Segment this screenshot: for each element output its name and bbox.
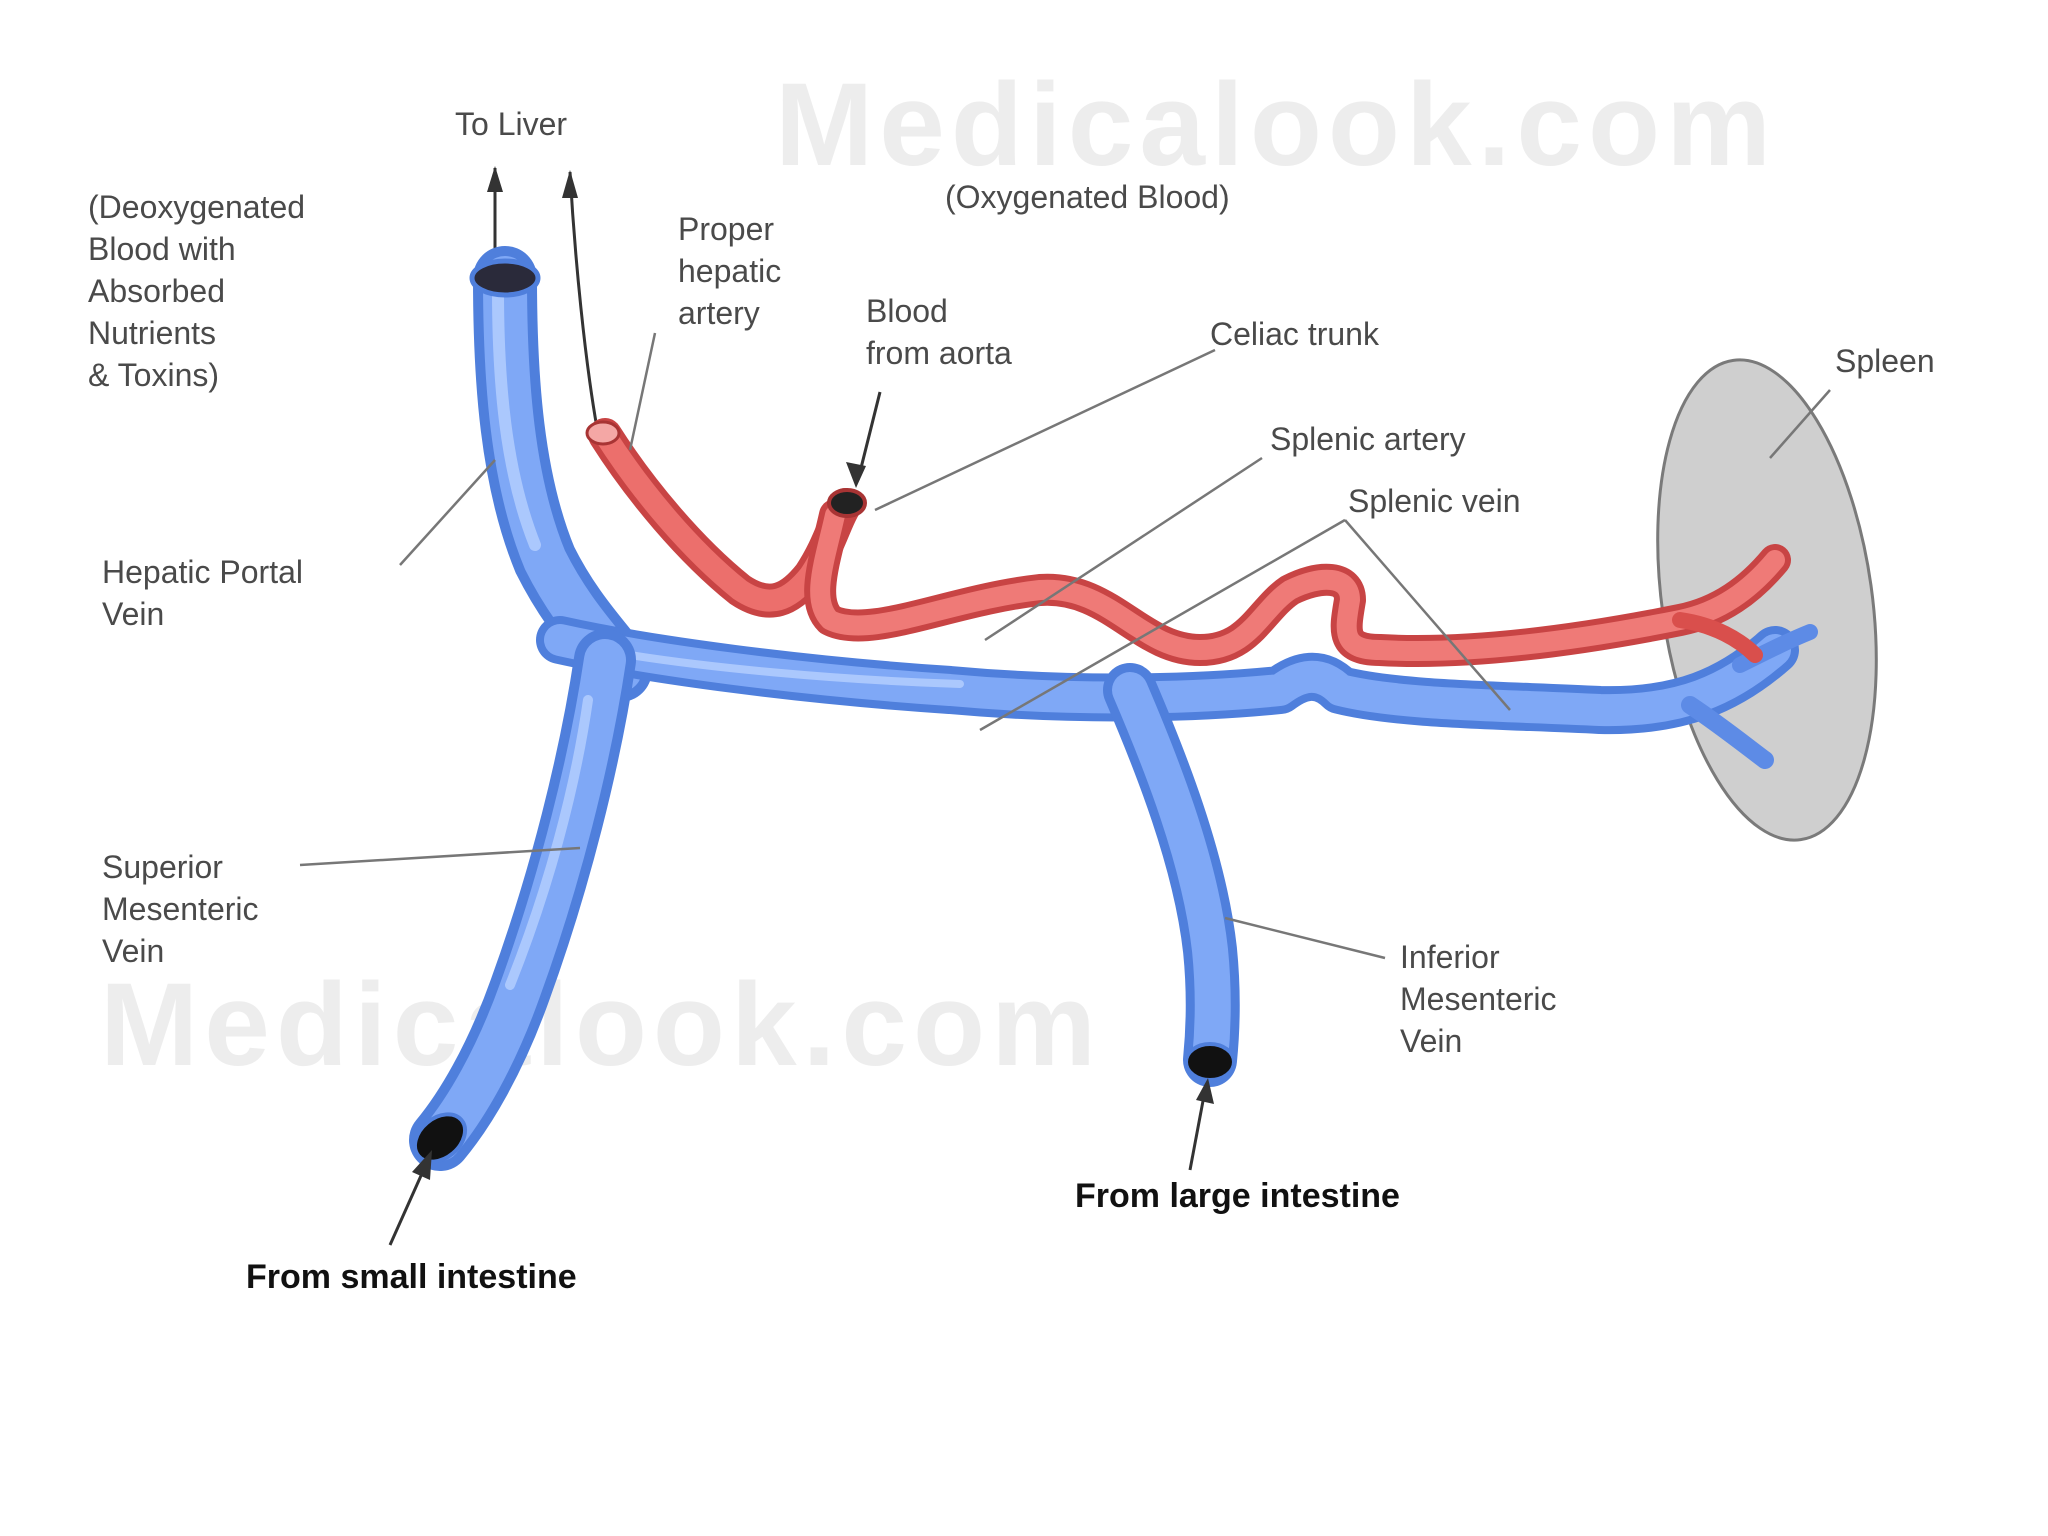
large-intestine-opening <box>1184 1042 1236 1082</box>
label-superior-mesenteric-line: Mesenteric <box>102 891 259 927</box>
label-inferior-mesenteric-vein: Inferior Mesenteric Vein <box>1400 939 1565 1059</box>
label-inferior-mesenteric-line: Inferior <box>1400 939 1500 975</box>
label-hepatic-portal-line: Hepatic Portal <box>102 554 303 590</box>
label-from-small-intestine: From small intestine <box>246 1258 577 1296</box>
hepatic-artery-opening <box>585 420 621 446</box>
to-liver-arrow-vein-head <box>487 166 503 192</box>
label-hepatic-portal-line: Vein <box>102 596 164 632</box>
celiac-trunk-opening <box>827 488 867 518</box>
label-inferior-mesenteric-line: Mesenteric <box>1400 981 1557 1017</box>
label-from-large-intestine: From large intestine <box>1075 1177 1400 1215</box>
arteries <box>588 418 1791 667</box>
label-superior-mesenteric-vein: Superior Mesenteric Vein <box>102 849 267 969</box>
label-to-liver: To Liver <box>455 106 567 142</box>
label-blood-from-aorta-line: from aorta <box>866 335 1012 371</box>
label-deoxygenated-line: Absorbed <box>88 273 225 309</box>
label-splenic-artery: Splenic artery <box>1270 421 1466 457</box>
label-oxygenated-blood: (Oxygenated Blood) <box>945 179 1230 215</box>
label-superior-mesenteric-line: Superior <box>102 849 223 885</box>
label-proper-hepatic-artery: Proper hepatic artery <box>678 211 790 331</box>
label-superior-mesenteric-line: Vein <box>102 933 164 969</box>
label-deoxygenated-line: & Toxins) <box>88 357 219 393</box>
label-hepatic-portal-vein: Hepatic Portal Vein <box>102 554 312 632</box>
spleen-shape <box>1656 358 1878 842</box>
to-liver-arrow-artery <box>568 171 599 429</box>
watermark-bottom: Medicalook.com <box>100 959 1102 1091</box>
label-deoxygenated-line: Nutrients <box>88 315 216 351</box>
portal-vein-opening <box>469 258 541 298</box>
large-intestine-arrow-head <box>1196 1078 1214 1104</box>
veins <box>409 246 1818 1171</box>
label-deoxygenated: (Deoxygenated Blood with Absorbed Nutrie… <box>88 189 314 393</box>
small-intestine-opening <box>412 1112 468 1164</box>
blood-from-aorta-arrow-head <box>846 462 866 488</box>
label-blood-from-aorta: Blood from aorta <box>866 293 1012 371</box>
label-deoxygenated-line: Blood with <box>88 231 236 267</box>
small-intestine-arrow-head <box>412 1150 432 1180</box>
watermark-top: Medicalook.com <box>775 59 1777 191</box>
label-blood-from-aorta-line: Blood <box>866 293 948 329</box>
label-proper-hepatic-line: hepatic <box>678 253 781 289</box>
label-splenic-vein: Splenic vein <box>1348 483 1521 519</box>
to-liver-arrow-artery-head <box>562 170 578 198</box>
label-proper-hepatic-line: artery <box>678 295 760 331</box>
label-inferior-mesenteric-line: Vein <box>1400 1023 1462 1059</box>
label-spleen: Spleen <box>1835 343 1935 379</box>
label-celiac-trunk: Celiac trunk <box>1210 316 1380 352</box>
label-deoxygenated-line: (Deoxygenated <box>88 189 305 225</box>
leader-lines <box>299 332 1831 960</box>
label-proper-hepatic-line: Proper <box>678 211 774 247</box>
